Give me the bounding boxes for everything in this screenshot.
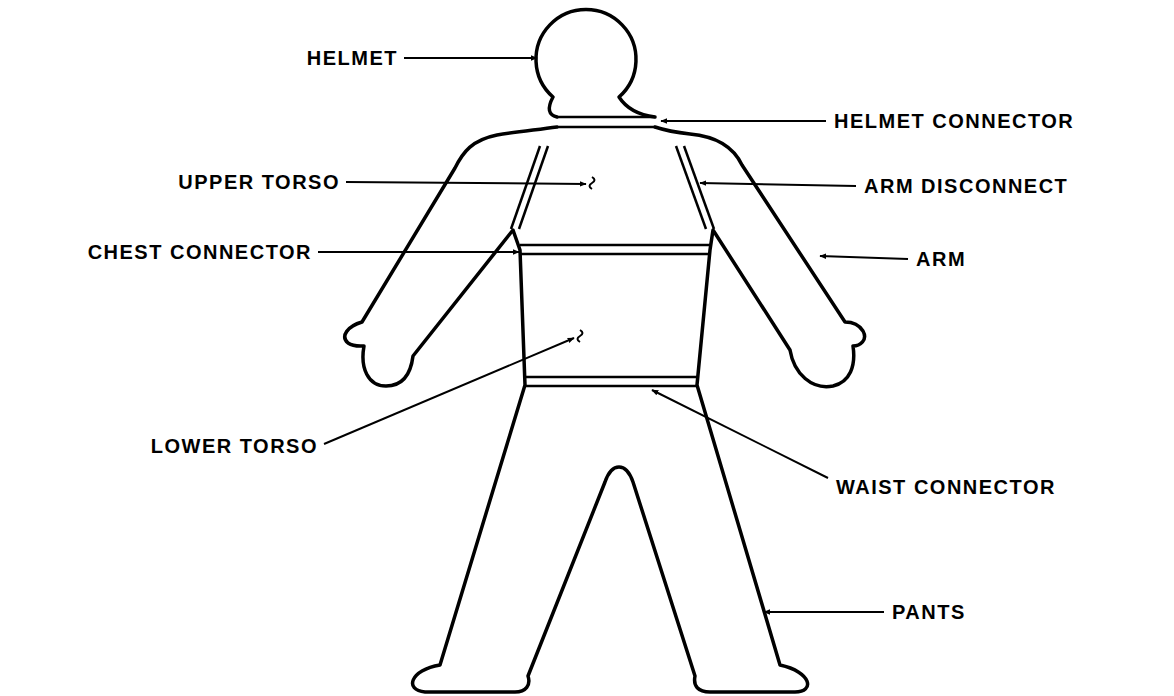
leader-arrow	[764, 611, 884, 613]
waist-connector-band	[525, 376, 697, 379]
leader-arrow	[404, 57, 537, 59]
tilde-mark	[578, 330, 583, 342]
part-label: ARM	[916, 249, 966, 269]
helmet-connector-band	[557, 126, 655, 129]
tilde-mark	[590, 177, 595, 189]
leader-arrow	[346, 182, 586, 184]
arm-disconnect-band	[684, 146, 714, 229]
leader-arrow	[700, 183, 856, 186]
helmet-connector-band	[557, 116, 655, 119]
part-label: LOWER TORSO	[151, 436, 318, 456]
helmet-outline	[536, 9, 655, 117]
chest-connector-band	[520, 253, 710, 256]
arm-disconnect-band	[511, 146, 540, 229]
arm-disconnect-band	[519, 146, 548, 229]
chest-connector-band	[520, 244, 710, 247]
part-label: WAIST CONNECTOR	[836, 477, 1056, 497]
part-label: ARM DISCONNECT	[864, 176, 1068, 196]
part-label: PANTS	[892, 602, 966, 622]
leader-arrow	[820, 256, 908, 259]
leader-arrow	[661, 120, 826, 122]
part-label: UPPER TORSO	[178, 172, 340, 192]
arm-disconnect-band	[676, 146, 706, 229]
leader-arrow	[324, 338, 574, 444]
leader-arrow	[318, 251, 519, 253]
waist-connector-band	[525, 385, 697, 388]
suit-outline	[345, 127, 865, 692]
part-label: CHEST CONNECTOR	[88, 242, 312, 262]
part-label: HELMET	[307, 48, 398, 68]
leader-arrow	[652, 390, 828, 478]
part-label: HELMET CONNECTOR	[834, 111, 1074, 131]
